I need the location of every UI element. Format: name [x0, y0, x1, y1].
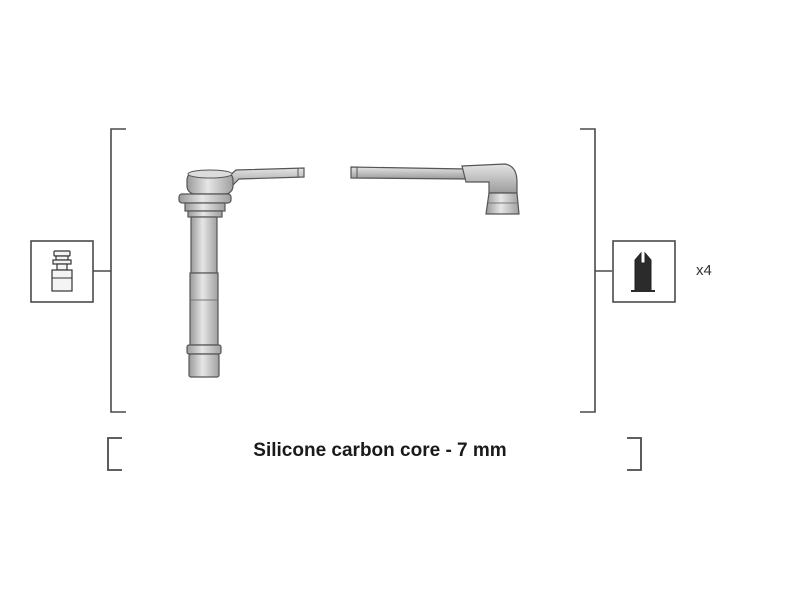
distributor-terminal-icon — [612, 240, 676, 303]
angled-distributor-boot — [350, 163, 520, 215]
right-bracket — [580, 128, 596, 413]
caption-left-bracket — [107, 437, 122, 471]
spark-plug-terminal-icon — [30, 240, 94, 303]
cable-spec-caption: Silicone carbon core - 7 mm — [253, 440, 507, 461]
caption-right-bracket — [627, 437, 642, 471]
quantity-label: x4 — [696, 262, 712, 279]
left-bracket — [110, 128, 126, 413]
straight-spark-plug-boot — [178, 167, 305, 378]
